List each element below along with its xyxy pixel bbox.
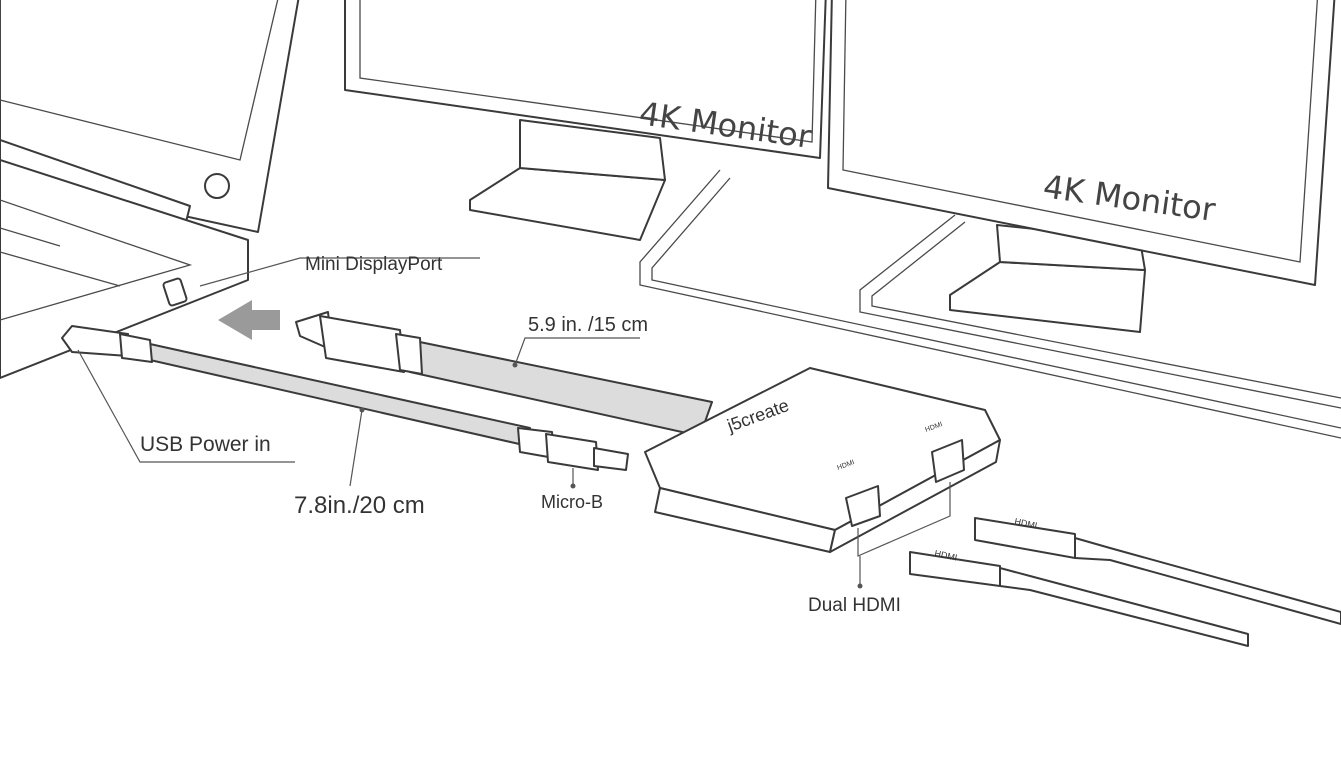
hdmi-cables: HDMI HDMI (909, 516, 1341, 647)
mini-displayport-label: Mini DisplayPort (305, 254, 443, 275)
insert-arrow (218, 300, 280, 340)
mdp-cable-length-label: 5.9 in. /15 cm (528, 314, 648, 336)
adapter: j5create HDMI HDMI (644, 367, 1001, 553)
micro-b-label: Micro-B (541, 492, 603, 512)
hdmi-plug-mark-1: HDMI (934, 548, 959, 563)
laptop (0, 0, 300, 379)
monitor-1: 4K Monitor (344, 0, 827, 241)
mini-displayport-cable (295, 311, 713, 437)
usb-power-in-label: USB Power in (140, 433, 271, 456)
dual-hdmi-label: Dual HDMI (808, 595, 901, 616)
annotations: Mini DisplayPort 5.9 in. /15 cm USB Powe… (77, 254, 951, 616)
usb-cable (61, 325, 629, 471)
desk-lines (639, 169, 1341, 439)
monitor-2: 4K Monitor (827, 0, 1336, 333)
usb-cable-length-label: 7.8in./20 cm (294, 492, 425, 519)
hdmi-plug-mark-2: HDMI (1014, 516, 1039, 531)
